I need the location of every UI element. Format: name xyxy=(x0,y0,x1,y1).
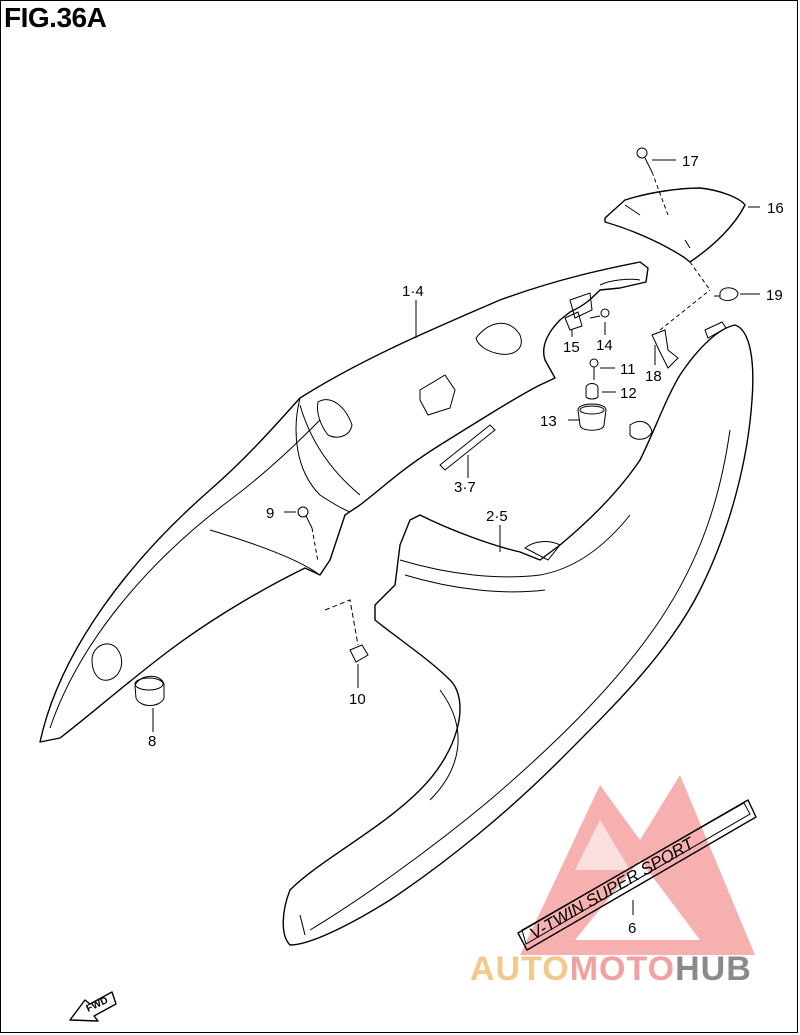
callout-19: 19 xyxy=(766,287,783,304)
part-tail-plate xyxy=(604,187,746,263)
fwd-text: FWD xyxy=(85,995,110,1015)
callout-16: 16 xyxy=(767,200,784,217)
watermark-hub: HUB xyxy=(675,950,752,988)
watermark-moto: MOTO xyxy=(569,950,676,988)
callout-18: 18 xyxy=(645,368,662,385)
part-seat-tail-cover-lower xyxy=(282,321,754,946)
leader-lines xyxy=(152,159,760,915)
callout-10: 10 xyxy=(349,691,366,708)
callout-labels: 1·4 2·5 3·7 6 8 9 10 11 12 13 14 15 16 1… xyxy=(148,153,784,937)
part-seat-tail-cover-upper xyxy=(39,261,649,743)
callout-6: 6 xyxy=(628,920,636,937)
figure-title: FIG.36A xyxy=(4,2,107,33)
watermark-logo xyxy=(520,775,755,955)
callout-9: 9 xyxy=(266,505,274,522)
callout-2-5: 2·5 xyxy=(486,508,508,525)
callout-14: 14 xyxy=(596,337,613,354)
watermark-text: AUTOMOTOHUB xyxy=(470,950,752,989)
watermark-auto: AUTO xyxy=(470,950,570,988)
callout-11: 11 xyxy=(620,361,636,378)
callout-1-4: 1·4 xyxy=(402,283,424,300)
fasteners xyxy=(134,147,739,706)
callout-8: 8 xyxy=(148,733,156,750)
callout-12: 12 xyxy=(620,385,637,402)
callout-15: 15 xyxy=(563,339,580,356)
callout-3-7: 3·7 xyxy=(454,479,476,496)
callout-13: 13 xyxy=(540,413,557,430)
callout-17: 17 xyxy=(682,153,699,170)
fwd-arrow: FWD xyxy=(69,991,117,1022)
